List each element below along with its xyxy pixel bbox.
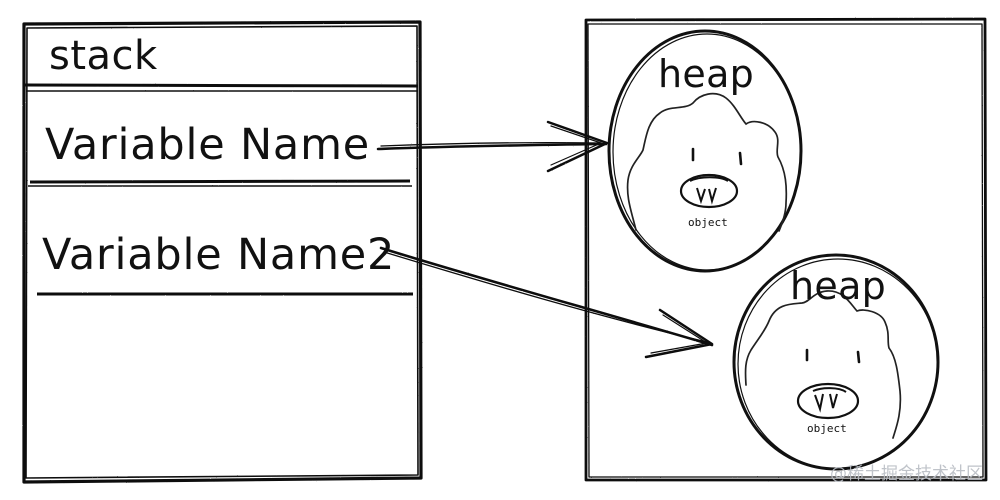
heap-object-caption-2: object [807,422,847,435]
reference-arrow-1 [378,122,607,171]
heap-title-1: heap [658,52,754,96]
watermark: @稀土掘金技术社区 [830,464,983,484]
heap-object-caption-1: object [688,216,728,229]
object-creature-outline [746,291,901,438]
stack-row-divider [30,181,410,182]
stack-header-divider [24,85,418,86]
stack-title: stack [49,33,158,79]
heap-title-2: heap [790,264,886,308]
object-creature-outline [628,94,787,231]
reference-arrow-2 [381,248,712,357]
stack-variable-name: Variable Name [45,120,370,170]
stack-variable-name-2: Variable Name2 [42,230,395,280]
